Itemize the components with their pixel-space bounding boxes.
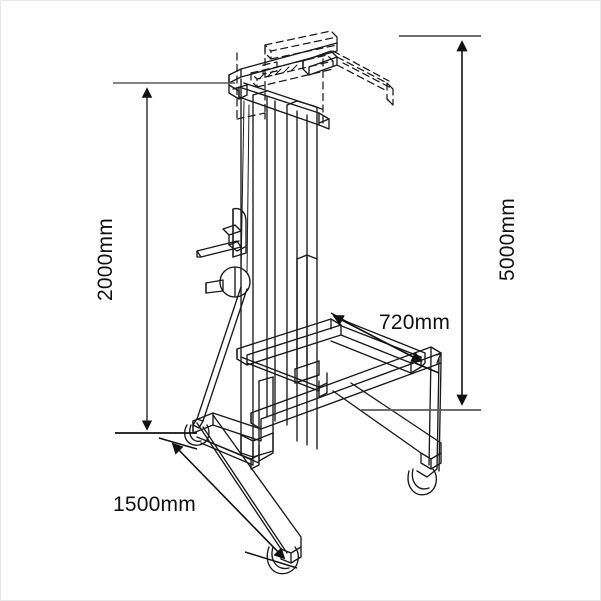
top-carriage-solid [228, 42, 338, 130]
dimension-label-1500mm: 1500mm [113, 493, 196, 516]
dimension-2000mm [113, 82, 235, 434]
dimension-label-720mm: 720mm [379, 311, 451, 334]
diagonal-brace [192, 286, 248, 429]
dimension-label-5000mm: 5000mm [496, 198, 519, 281]
ext-line-720-end [414, 362, 440, 374]
dimension-5000mm [361, 35, 481, 411]
dim-line-1500 [171, 442, 286, 560]
winch-assembly [196, 100, 251, 298]
ext-line-720-start [330, 312, 350, 324]
lower-frame [250, 346, 442, 430]
dimension-1500mm [158, 437, 298, 569]
mast [240, 78, 320, 462]
ext-line-1500-end [244, 551, 298, 569]
dimension-720mm [330, 312, 440, 374]
base-legs [183, 352, 442, 575]
dimension-label-2000mm: 2000mm [94, 218, 117, 301]
machine-geometry [183, 30, 442, 575]
ext-line-1500-start [158, 437, 198, 450]
